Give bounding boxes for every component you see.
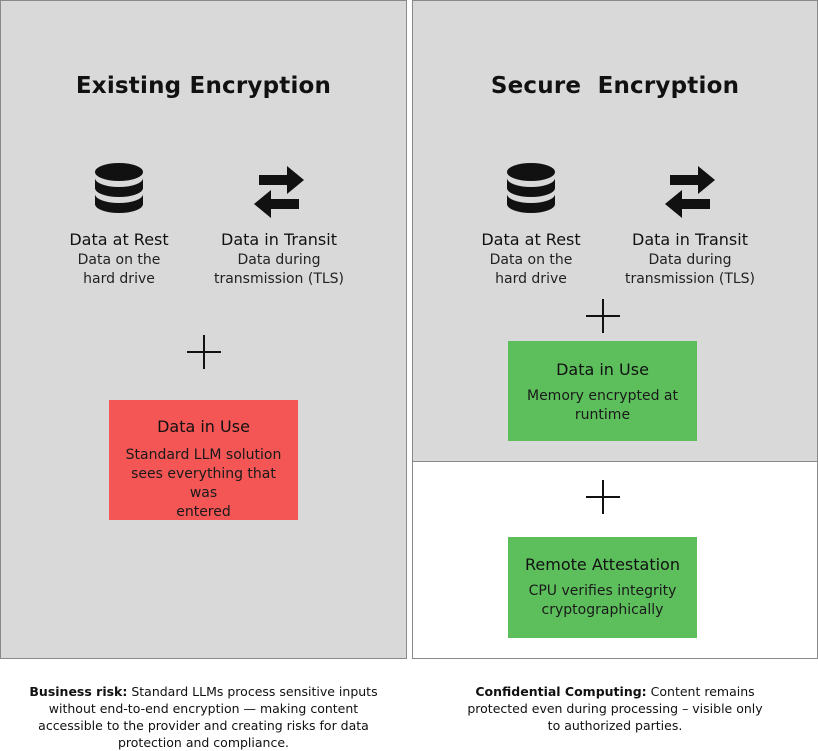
data-in-transit-desc-line2: transmission (TLS) xyxy=(624,271,756,287)
business-risk-caption: Business risk: Standard LLMs process sen… xyxy=(0,683,407,751)
business-risk-line3: accessible to the provider and creating … xyxy=(38,718,369,733)
secure-encryption-title: Secure Encryption xyxy=(490,73,740,99)
plus-icon xyxy=(586,299,620,333)
data-in-transit-item: Data in Transit Data during transmission… xyxy=(600,161,780,289)
transfer-arrows-icon xyxy=(254,166,304,218)
confidential-computing-line3: to authorized parties. xyxy=(547,718,683,733)
data-in-use-box-red: Data in Use Standard LLM solution sees e… xyxy=(109,400,298,520)
data-in-transit-item: Data in Transit Data during transmission… xyxy=(189,161,369,289)
data-in-transit-heading: Data in Transit xyxy=(221,230,337,249)
remote-attestation-desc-line2: cryptographically xyxy=(541,602,664,618)
business-risk-line2: without end-to-end encryption — making c… xyxy=(48,701,359,716)
confidential-computing-line2: protected even during processing – visib… xyxy=(467,701,763,716)
data-in-use-desc-line1: Standard LLM solution xyxy=(125,447,282,463)
data-in-use-desc-line3: entered xyxy=(176,504,231,520)
data-at-rest-heading: Data at Rest xyxy=(481,230,581,249)
plus-icon xyxy=(586,480,620,514)
data-in-use-heading: Data in Use xyxy=(556,360,649,379)
remote-attestation-panel: Remote Attestation CPU verifies integrit… xyxy=(412,461,818,659)
confidential-computing-label: Confidential Computing: xyxy=(475,684,647,699)
data-in-transit-desc-line1: Data during xyxy=(648,252,732,268)
data-at-rest-desc-line2: hard drive xyxy=(83,271,155,287)
data-in-transit-desc-line2: transmission (TLS) xyxy=(213,271,345,287)
data-in-use-heading: Data in Use xyxy=(157,417,250,436)
database-icon xyxy=(507,163,555,213)
data-at-rest-heading: Data at Rest xyxy=(69,230,169,249)
transfer-arrows-icon xyxy=(665,166,715,218)
business-risk-line1: Standard LLMs process sensitive inputs xyxy=(127,684,378,699)
confidential-computing-caption: Confidential Computing: Content remains … xyxy=(412,683,818,734)
existing-encryption-panel: Existing Encryption Data at Rest Data on… xyxy=(0,0,407,659)
data-at-rest-item: Data at Rest Data on the hard drive xyxy=(441,161,621,289)
remote-attestation-desc-line1: CPU verifies integrity xyxy=(528,583,677,599)
confidential-computing-line1: Content remains xyxy=(646,684,755,699)
remote-attestation-heading: Remote Attestation xyxy=(525,555,680,574)
data-at-rest-desc-line1: Data on the xyxy=(77,252,161,268)
plus-icon xyxy=(187,335,221,369)
data-in-use-desc-line2: sees everything that was xyxy=(131,466,276,501)
data-in-transit-desc-line1: Data during xyxy=(237,252,321,268)
data-in-use-box-green: Data in Use Memory encrypted at runtime xyxy=(508,341,697,441)
remote-attestation-box: Remote Attestation CPU verifies integrit… xyxy=(508,537,697,638)
data-at-rest-desc-line2: hard drive xyxy=(495,271,567,287)
secure-encryption-panel: Secure Encryption Data at Rest Data on t… xyxy=(412,0,818,462)
database-icon xyxy=(95,163,143,213)
business-risk-label: Business risk: xyxy=(29,684,128,699)
data-in-transit-heading: Data in Transit xyxy=(632,230,748,249)
data-in-use-desc-line1: Memory encrypted at xyxy=(526,388,678,404)
data-at-rest-item: Data at Rest Data on the hard drive xyxy=(29,161,209,289)
business-risk-line4: protection and compliance. xyxy=(117,735,289,750)
data-in-use-desc-line2: runtime xyxy=(574,407,631,423)
existing-encryption-title: Existing Encryption xyxy=(75,73,332,99)
data-at-rest-desc-line1: Data on the xyxy=(489,252,573,268)
